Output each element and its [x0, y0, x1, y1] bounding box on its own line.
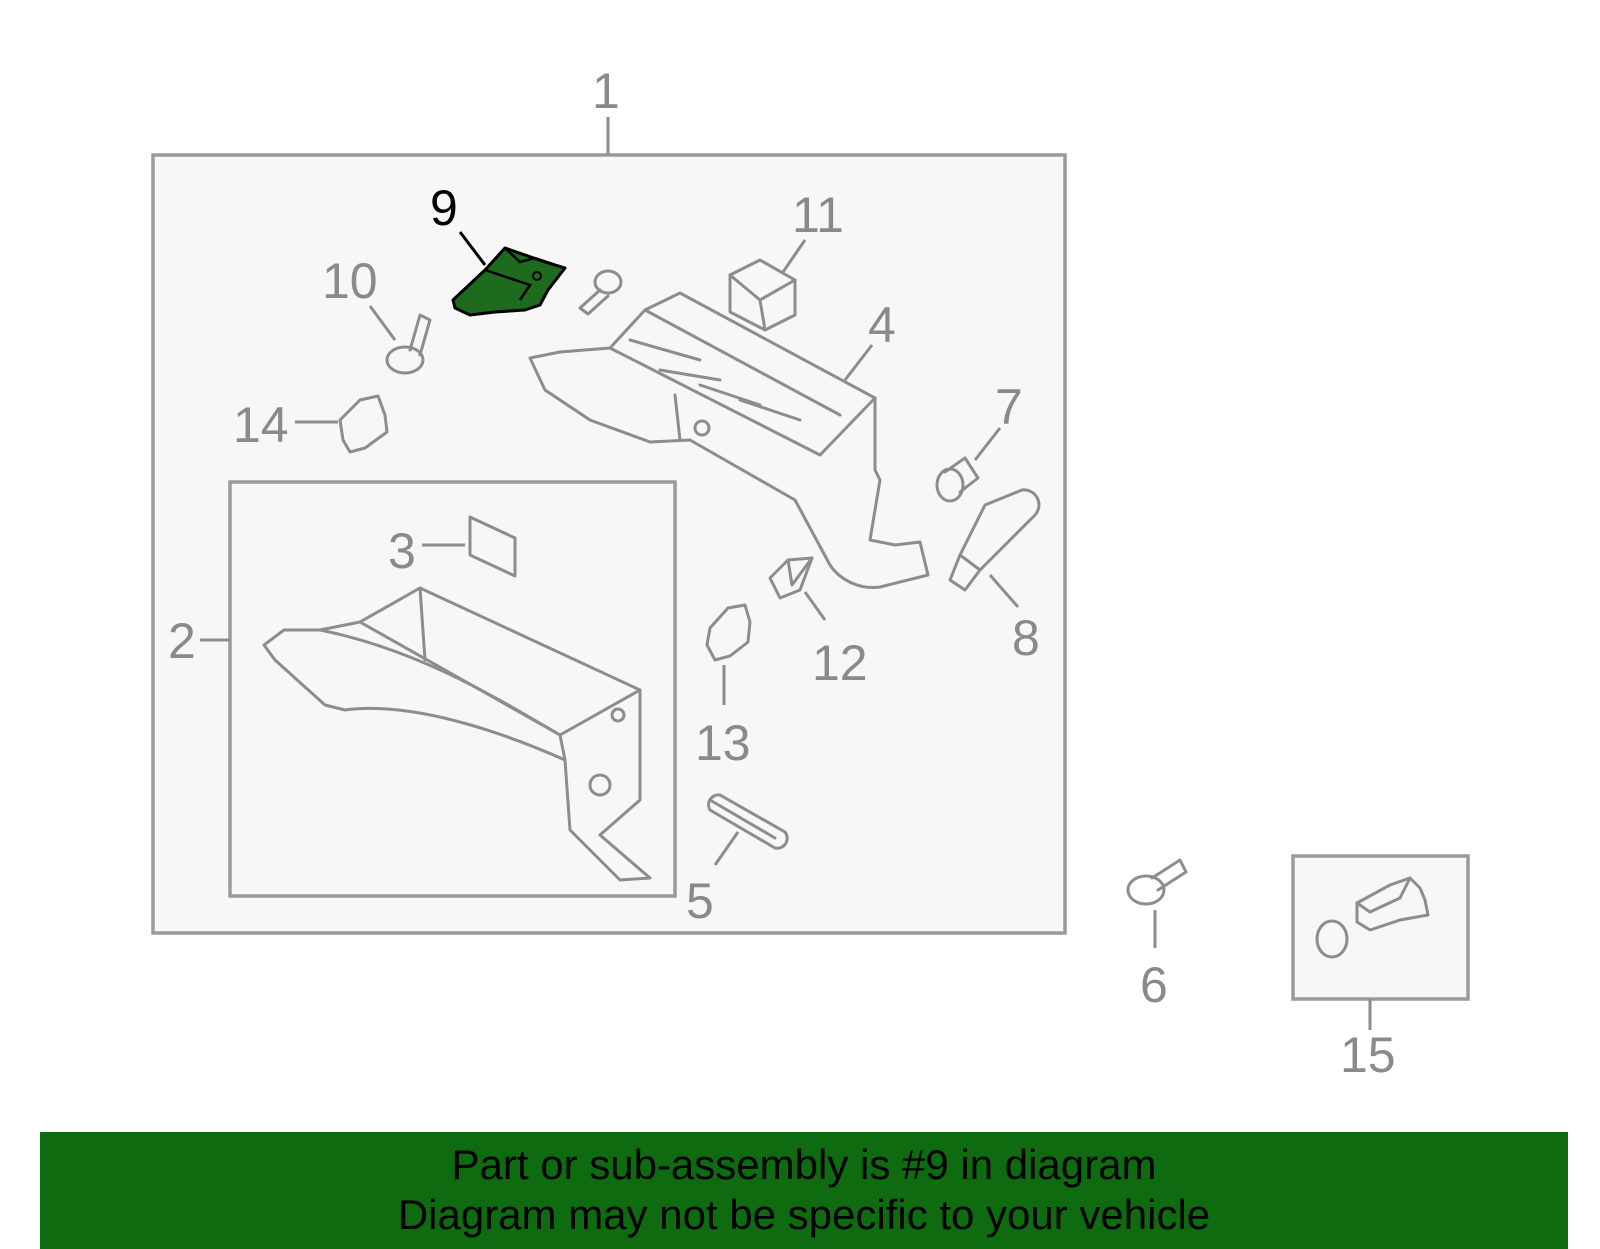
label-pad-part-3 — [422, 515, 517, 578]
kit-parts-15 — [1315, 876, 1430, 959]
callout-2[interactable]: 2 — [168, 613, 196, 669]
callout-9[interactable]: 9 — [430, 180, 458, 236]
callout-7[interactable]: 7 — [995, 379, 1023, 435]
latch-part-9-highlighted[interactable] — [451, 246, 567, 317]
callout-4[interactable]: 4 — [868, 297, 896, 353]
leader-11 — [781, 239, 807, 273]
bumper-part-7 — [935, 456, 980, 503]
block-part-11 — [728, 258, 797, 332]
leader-5 — [713, 831, 740, 866]
callout-6[interactable]: 6 — [1140, 957, 1168, 1013]
callout-1[interactable]: 1 — [592, 63, 620, 119]
callout-11[interactable]: 11 — [792, 187, 844, 243]
cap-part-14 — [338, 394, 389, 454]
banner-line-1: Part or sub-assembly is #9 in diagram — [451, 1141, 1157, 1188]
clip-part-10 — [385, 313, 432, 375]
callout-8[interactable]: 8 — [1012, 610, 1040, 666]
leader-7 — [973, 427, 1002, 461]
leader-12 — [803, 591, 827, 621]
glove-box-door-part — [262, 586, 652, 882]
callout-13[interactable]: 13 — [695, 715, 751, 771]
pin-part-5 — [707, 793, 789, 850]
leader-8 — [988, 574, 1020, 608]
callout-15[interactable]: 15 — [1340, 1027, 1396, 1083]
highlighted-part-shape[interactable] — [451, 246, 567, 317]
cap-part-13 — [705, 603, 752, 662]
info-banner: Part or sub-assembly is #9 in diagram Di… — [40, 1132, 1568, 1249]
glove-box-frame-2 — [228, 480, 677, 898]
banner-line-2: Diagram may not be specific to your vehi… — [397, 1191, 1211, 1238]
callout-14[interactable]: 14 — [233, 397, 289, 453]
bracket-part-12 — [768, 556, 814, 600]
callout-10[interactable]: 10 — [322, 253, 378, 309]
leader-4 — [843, 344, 874, 381]
screw-part — [578, 269, 623, 316]
leader-10 — [368, 305, 397, 341]
bolt-part-6 — [1126, 858, 1188, 906]
leader-9 — [458, 231, 487, 266]
callout-12[interactable]: 12 — [812, 635, 868, 691]
callout-5[interactable]: 5 — [686, 873, 714, 929]
housing-part-4 — [528, 291, 930, 590]
callout-3[interactable]: 3 — [388, 523, 416, 579]
damper-part-8 — [948, 488, 1041, 592]
